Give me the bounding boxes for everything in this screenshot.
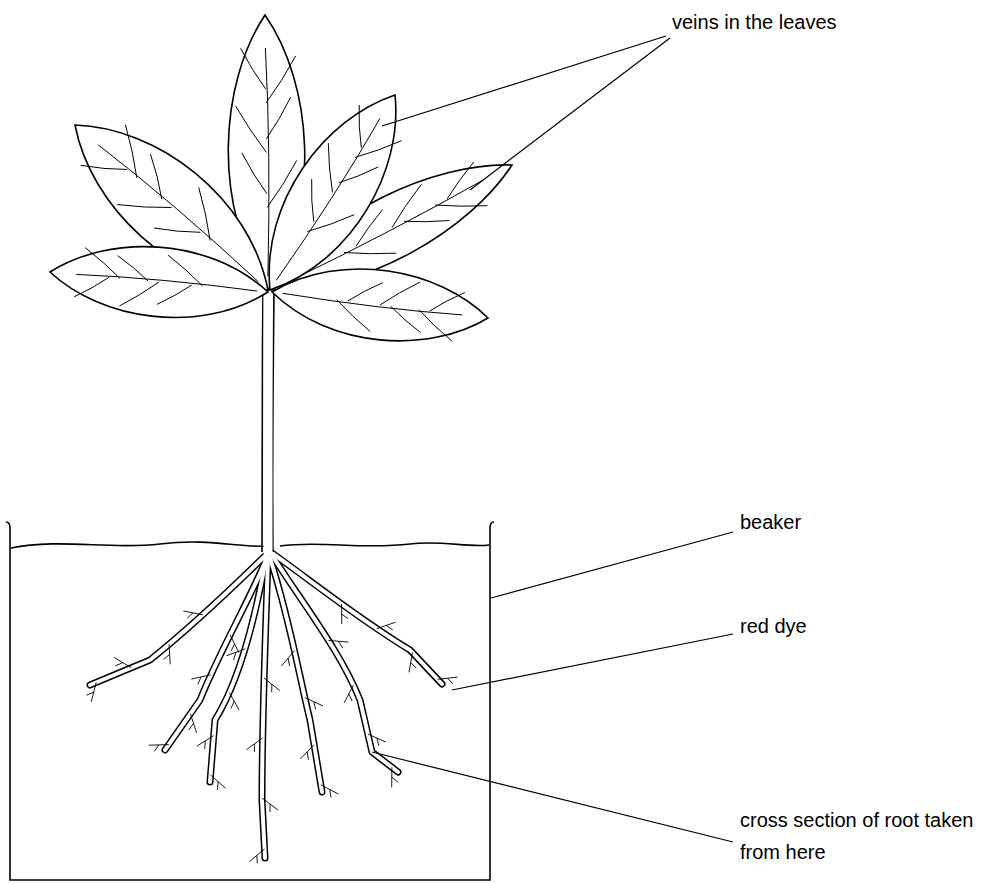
root-hair	[262, 798, 278, 812]
roots	[86, 553, 457, 863]
leader-lines	[372, 36, 733, 842]
root-outline	[262, 558, 268, 858]
root-hair	[86, 682, 96, 701]
beaker-outline	[6, 522, 494, 880]
root-hair	[305, 698, 323, 710]
beaker	[6, 522, 494, 880]
root-hair	[246, 738, 262, 752]
root-hair	[249, 849, 264, 863]
root-outline	[272, 555, 398, 772]
root-hair	[229, 693, 239, 711]
root-hair	[438, 677, 458, 684]
liquid-surface	[11, 542, 489, 548]
root-hair	[342, 604, 349, 624]
leaf-vein	[276, 105, 401, 280]
root-hair	[368, 734, 386, 746]
root-hair	[264, 678, 280, 692]
leader-line	[452, 634, 733, 690]
root-hair	[183, 611, 203, 618]
root-hair	[409, 653, 416, 673]
text-label: red dye	[738, 610, 809, 642]
root-hair	[197, 736, 214, 749]
root-hair	[392, 767, 398, 787]
leaf	[50, 247, 268, 318]
root-core	[262, 558, 268, 858]
leader-line	[491, 532, 733, 598]
root-core	[272, 555, 398, 772]
leaves	[50, 15, 512, 341]
root-hair	[282, 651, 295, 666]
leaf-vein	[74, 248, 257, 306]
root-core	[210, 558, 266, 782]
root-hair	[329, 640, 349, 648]
root-hair	[344, 685, 353, 703]
text-label: cross section of root taken from here	[738, 804, 982, 868]
root-hair	[300, 745, 314, 760]
text-label: beaker	[738, 506, 803, 538]
leaf-vein	[283, 282, 465, 341]
root-hair	[114, 658, 131, 668]
root-hair	[191, 675, 211, 684]
leader-line	[470, 38, 670, 190]
root-core	[272, 553, 442, 684]
root-hair	[321, 785, 339, 798]
root-hair	[211, 775, 226, 790]
text-label: veins in the leaves	[670, 6, 839, 38]
leaf	[272, 269, 488, 341]
root-hair	[227, 649, 246, 660]
leader-line	[382, 36, 666, 126]
root-hair	[164, 644, 171, 664]
root-hair	[149, 745, 169, 752]
root-hair	[230, 635, 239, 653]
root-outline	[210, 558, 266, 782]
stem	[262, 292, 274, 554]
root-hair	[189, 714, 197, 733]
leader-line	[372, 752, 733, 842]
root-hair	[377, 622, 396, 630]
